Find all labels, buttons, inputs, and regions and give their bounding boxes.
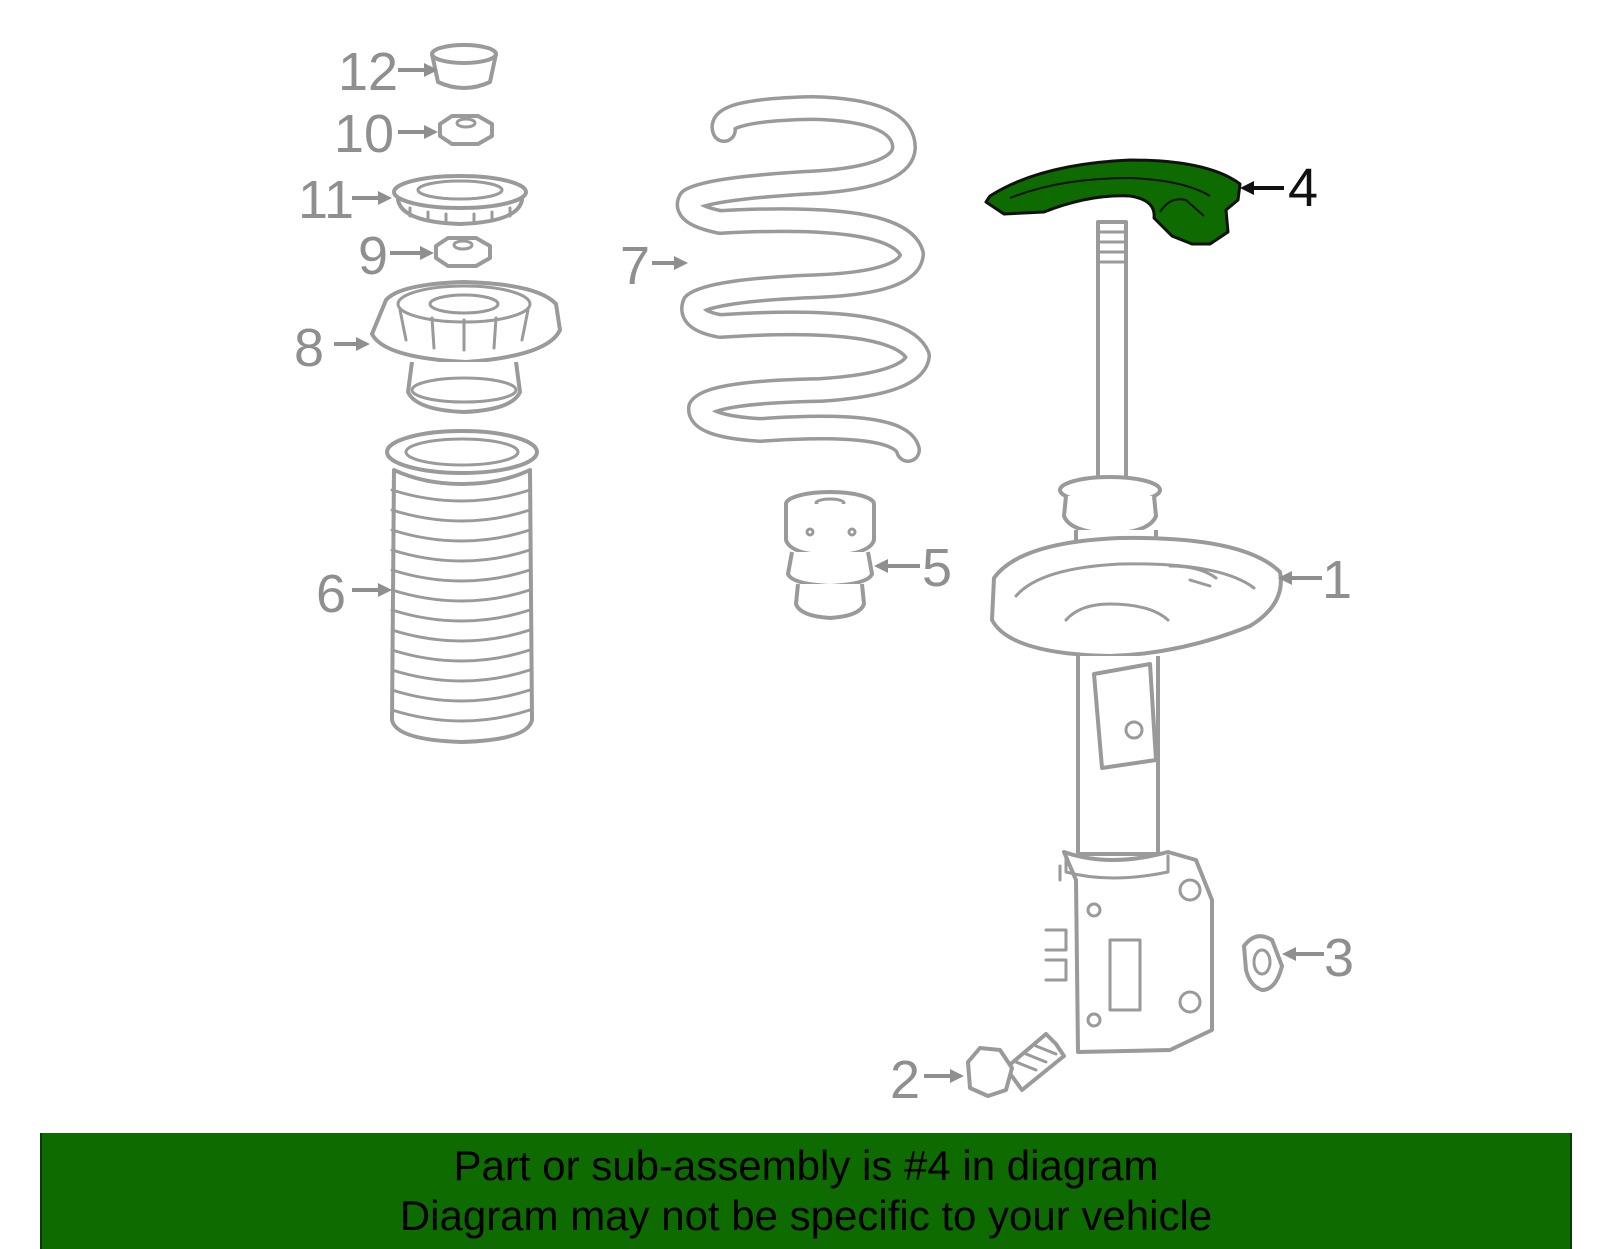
part-6-dust-boot[interactable] — [385, 429, 539, 744]
strut-assembly-diagram: 12 10 11 9 8 6 7 5 1 3 2 4 — [294, 42, 1354, 1110]
footer-line-1: Part or sub-assembly is #4 in diagram — [453, 1142, 1159, 1189]
callout-6[interactable]: 6 — [316, 564, 346, 624]
callout-1[interactable]: 1 — [1322, 550, 1352, 610]
part-7-coil-spring[interactable] — [675, 95, 931, 463]
part-3-nut[interactable] — [1242, 934, 1284, 992]
callout-arrows — [334, 63, 1324, 1083]
part-1-strut[interactable] — [990, 220, 1283, 1054]
part-8-strut-mount[interactable] — [370, 280, 562, 414]
part-12-cap[interactable] — [430, 43, 498, 90]
part-2-bolt[interactable] — [966, 1032, 1066, 1098]
callout-12[interactable]: 12 — [338, 42, 398, 102]
part-4-spring-isolator[interactable] — [984, 158, 1242, 246]
callout-7[interactable]: 7 — [620, 236, 650, 296]
part-5-bump-stop[interactable] — [784, 490, 876, 620]
callout-labels: 12 10 11 9 8 6 7 5 1 3 2 4 — [294, 42, 1354, 1110]
callout-8[interactable]: 8 — [294, 318, 324, 378]
callout-11[interactable]: 11 — [298, 170, 354, 230]
callout-4[interactable]: 4 — [1288, 158, 1318, 218]
callout-10[interactable]: 10 — [334, 104, 394, 164]
callout-5[interactable]: 5 — [922, 538, 952, 598]
part-11-bearing[interactable] — [392, 174, 528, 226]
part-10-nut[interactable] — [438, 114, 494, 146]
part-9-nut[interactable] — [434, 236, 492, 268]
footer-banner: Part or sub-assembly is #4 in diagram Di… — [40, 1133, 1572, 1249]
footer-line-2: Diagram may not be specific to your vehi… — [399, 1192, 1213, 1239]
callout-9[interactable]: 9 — [358, 226, 388, 286]
callout-3[interactable]: 3 — [1324, 928, 1354, 988]
callout-2[interactable]: 2 — [890, 1050, 920, 1110]
